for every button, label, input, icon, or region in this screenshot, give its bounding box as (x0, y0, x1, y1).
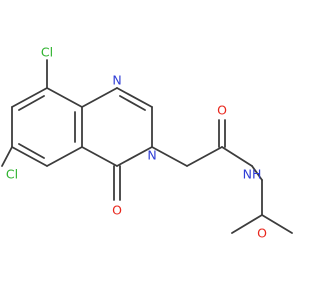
bond (81, 87, 118, 108)
bond (11, 146, 48, 167)
atom-n-ring-top: N (112, 73, 121, 88)
atom-o-ketone: O (112, 203, 122, 218)
atom-o-amide: O (217, 103, 227, 118)
bond (261, 214, 293, 234)
bond (18, 143, 45, 159)
bond (231, 214, 263, 234)
atom-o-methoxy: O (257, 226, 267, 241)
bond (46, 146, 83, 167)
bonds (1, 59, 293, 234)
atom-cl-top: Cl (41, 45, 53, 60)
bond (221, 146, 253, 167)
bond (119, 95, 146, 111)
molecule-structure: Cl Cl N N O O NH O (1, 45, 293, 241)
bond (151, 146, 188, 167)
bond (116, 146, 153, 167)
bond (186, 146, 223, 167)
atom-n-ring: N (147, 148, 156, 163)
bond (251, 165, 263, 181)
atom-labels: Cl Cl N N O O NH O (6, 45, 267, 241)
bond (18, 95, 45, 111)
atom-cl-left: Cl (6, 167, 18, 182)
bond (46, 87, 83, 108)
bond (116, 87, 153, 108)
bond (81, 146, 118, 167)
atom-nh-amide: NH (243, 167, 262, 182)
bond (11, 87, 48, 108)
bond (1, 146, 13, 167)
